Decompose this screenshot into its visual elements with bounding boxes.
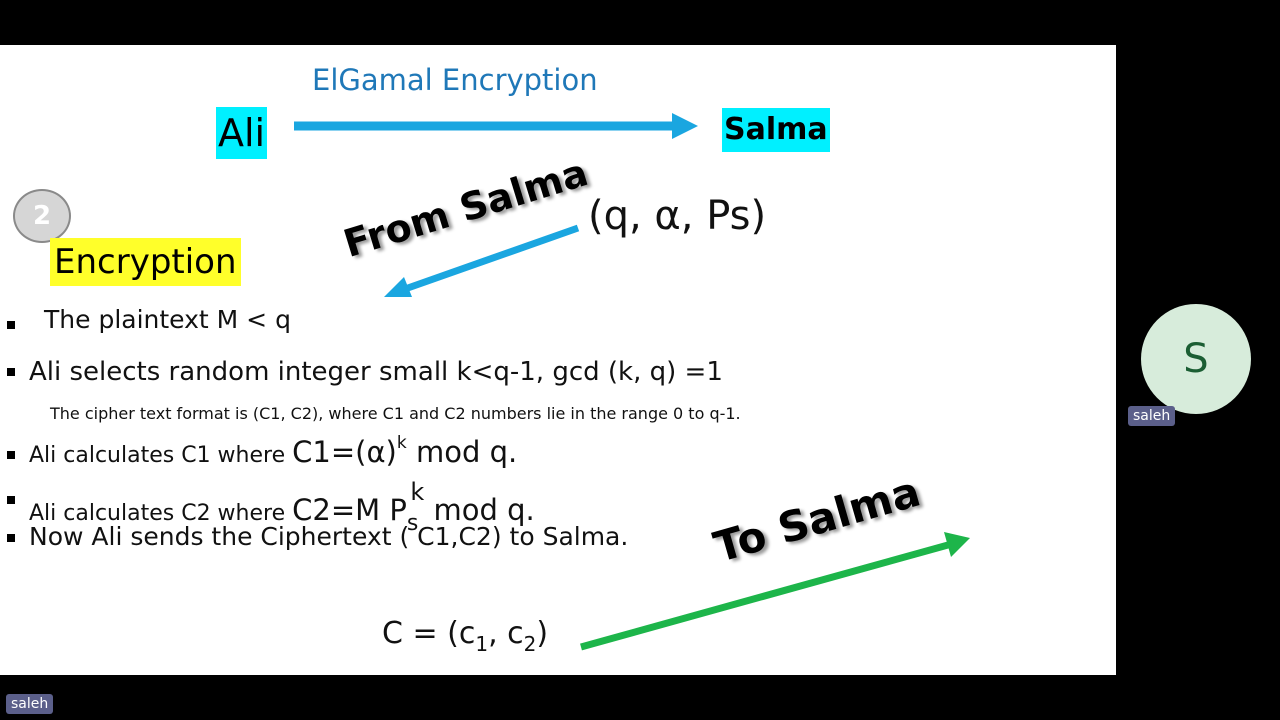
- slide-title: ElGamal Encryption: [312, 63, 598, 97]
- formula-lhs: C = (c: [382, 616, 476, 651]
- participant-name-tag: saleh: [1128, 406, 1176, 426]
- bullet-marker: [7, 368, 15, 376]
- calc-c2-prefix: Ali calculates C2 where: [29, 501, 293, 526]
- sender-label: Ali: [216, 107, 268, 159]
- bullet-marker: [7, 451, 15, 459]
- bullet-marker: [7, 496, 15, 504]
- bullet-send-ciphertext: Now Ali sends the Ciphertext ( C1,C2) to…: [29, 522, 629, 551]
- calc-c2-suffix: mod q.: [424, 493, 535, 527]
- ciphertext-format-note: The cipher text format is (C1, C2), wher…: [50, 404, 741, 423]
- arrow-to-salma: [580, 532, 970, 651]
- receiver-label: Salma: [722, 108, 830, 152]
- bullet-calc-c1: Ali calculates C1 where C1=(α)k mod q.: [29, 433, 517, 469]
- participant-avatar[interactable]: S: [1141, 304, 1251, 414]
- calc-c2-exponent: k: [410, 478, 425, 506]
- ciphertext-formula: C = (c1, c2): [382, 616, 548, 656]
- calc-c2-subscript: s: [406, 511, 419, 536]
- formula-sub1: 1: [475, 632, 489, 656]
- slide-arrows: [294, 113, 970, 651]
- bullet-random-k: Ali selects random integer small k<q-1, …: [29, 357, 723, 387]
- step-number-badge: 2: [13, 189, 71, 243]
- formula-rhs: ): [536, 616, 549, 651]
- formula-mid: , c: [488, 616, 524, 651]
- bullet-plaintext: The plaintext M < q: [44, 305, 291, 334]
- calc-c1-exponent: k: [396, 433, 407, 453]
- arrow-from-salma: [384, 224, 580, 297]
- section-heading: Encryption: [50, 238, 241, 286]
- bullet-marker: [7, 534, 15, 542]
- public-parameters: (q, α, Ps): [588, 193, 767, 239]
- arrow-ali-to-salma: [294, 113, 698, 139]
- bullet-calc-c2: Ali calculates C2 where C2=M Psk mod q.: [29, 478, 535, 536]
- self-view-name-tag: saleh: [6, 694, 54, 714]
- calc-c2-formula: C2=M P: [292, 493, 407, 527]
- presentation-slide: ElGamal Encryption Ali Salma 2 Encryptio…: [0, 45, 1116, 675]
- calc-c1-formula: C1=(α): [292, 435, 397, 469]
- calc-c1-suffix: mod q.: [406, 435, 518, 469]
- bullet-marker: [7, 321, 15, 329]
- formula-sub2: 2: [523, 632, 537, 656]
- calc-c1-prefix: Ali calculates C1 where: [29, 443, 293, 468]
